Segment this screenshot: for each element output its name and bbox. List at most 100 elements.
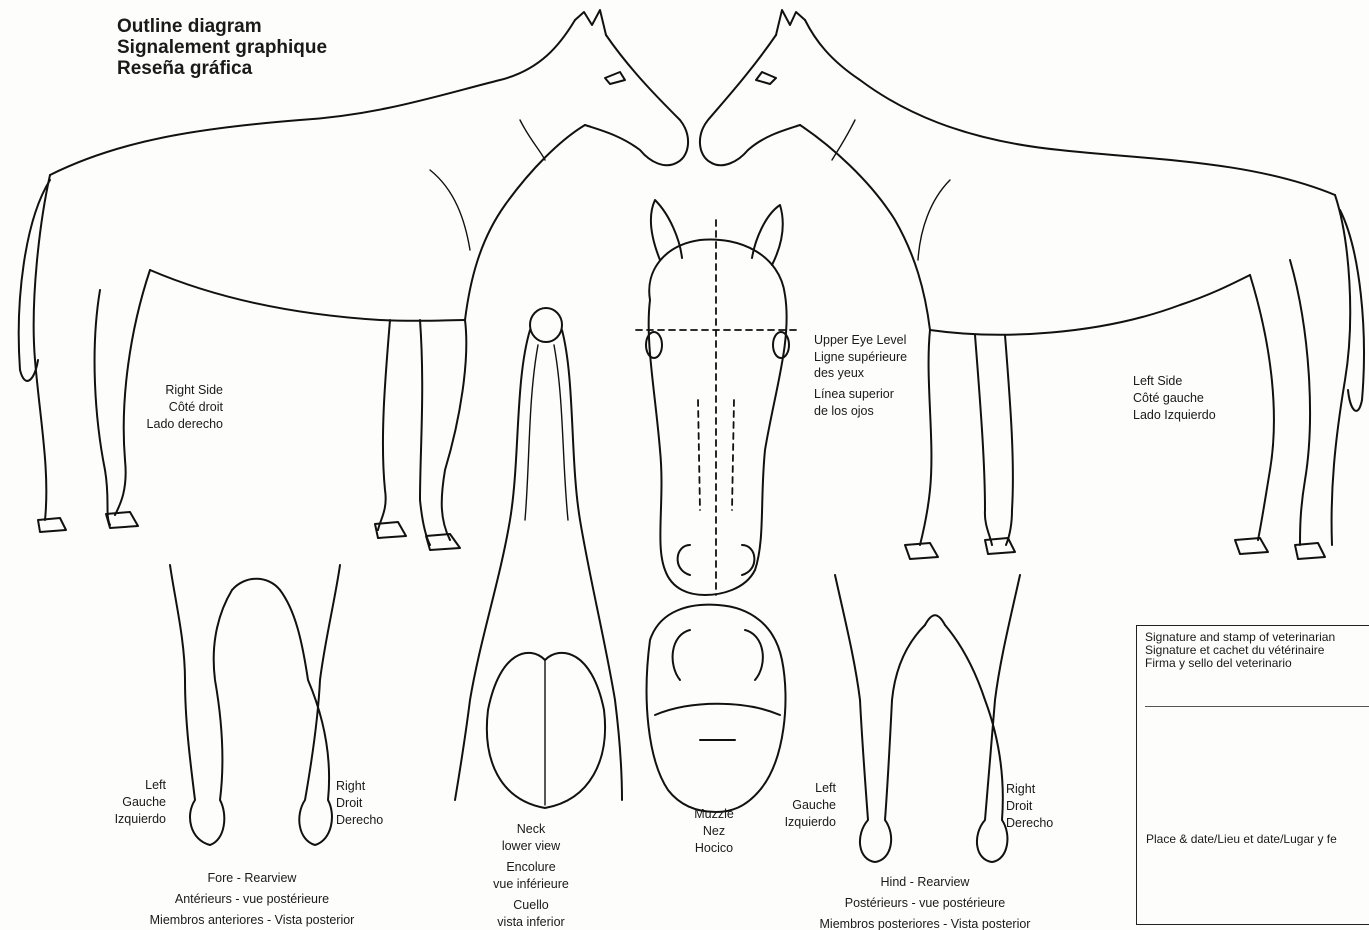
- hind-left-fr: Gauche: [785, 797, 836, 814]
- head-left-ear: [651, 200, 682, 260]
- signature-heading: Signature and stamp of veterinarian Sign…: [1145, 631, 1335, 670]
- place-date-label: Place & date/Lieu et date/Lugar y fe: [1146, 832, 1337, 846]
- left-horse-back: [805, 20, 1335, 195]
- neck-right-outline: [562, 330, 622, 800]
- head-face-line-right: [732, 400, 734, 510]
- hind-left-leg: [835, 575, 925, 862]
- right-horse-eye: [605, 72, 625, 84]
- right-side-fr: Côté droit: [147, 399, 223, 416]
- left-side-es: Lado Izquierdo: [1133, 407, 1216, 424]
- right-horse-neck-crease: [520, 120, 545, 160]
- left-horse-fore-leg-1: [975, 335, 992, 545]
- hind-right-fr: Droit: [1006, 798, 1053, 815]
- neck-l1: Neck: [493, 821, 569, 838]
- right-horse-hind-leg-2: [115, 270, 150, 515]
- right-horse-hind-quarter: [34, 175, 50, 520]
- head-left-nostril: [678, 545, 690, 575]
- eye-level-es1: Línea superior: [814, 386, 907, 403]
- signature-box: Signature and stamp of veterinarian Sign…: [1136, 625, 1369, 925]
- right-horse-chest: [442, 320, 467, 540]
- hind-caption-es: Miembros posteriores - Vista posterior: [820, 914, 1031, 930]
- fore-right-label: Right Droit Derecho: [336, 778, 383, 829]
- hind-legs-rearview: [835, 575, 1020, 862]
- muzzle-caption: Muzzle Nez Hocico: [694, 806, 734, 857]
- head-right-ear: [752, 205, 783, 265]
- fore-left-es: Izquierdo: [115, 811, 166, 828]
- hind-left-label: Left Gauche Izquierdo: [785, 780, 836, 831]
- left-horse-belly: [930, 275, 1250, 335]
- hind-left-en: Left: [785, 780, 836, 797]
- neck-inner-left: [525, 345, 538, 520]
- right-horse-head: [585, 35, 688, 165]
- neck-l3: Encolure: [493, 859, 569, 876]
- muzzle-right-nostril: [745, 630, 763, 680]
- hind-arch: [925, 615, 945, 625]
- eye-level-fr2: des yeux: [814, 365, 907, 382]
- left-side-fr: Côté gauche: [1133, 390, 1216, 407]
- fore-left-en: Left: [115, 777, 166, 794]
- muzzle-es: Hocico: [694, 840, 734, 857]
- fore-caption-en: Fore - Rearview: [150, 868, 355, 889]
- hind-caption: Hind - Rearview Postérieurs - vue postér…: [820, 872, 1031, 930]
- neck-chest-bulge: [487, 653, 605, 808]
- hind-caption-en: Hind - Rearview: [820, 872, 1031, 893]
- title-fr: Signalement graphique: [117, 37, 327, 58]
- right-horse-belly: [150, 270, 465, 321]
- left-horse-hoof-1: [905, 543, 938, 559]
- neck-top-circle: [530, 308, 562, 342]
- head-right-nostril: [742, 545, 754, 575]
- horse-left-side-outline: [700, 10, 1364, 559]
- neck-l5: Cuello: [493, 897, 569, 914]
- muzzle-lip-line: [655, 704, 780, 715]
- right-horse-ears: [575, 10, 606, 35]
- right-horse-throat: [465, 125, 585, 320]
- fore-right-es: Derecho: [336, 812, 383, 829]
- fore-right-leg: [280, 565, 340, 845]
- right-horse-hoof-4: [426, 534, 460, 550]
- left-side-en: Left Side: [1133, 373, 1216, 390]
- muzzle-outline: [647, 605, 786, 812]
- neck-left-outline: [455, 330, 530, 800]
- left-horse-hoof-3: [1235, 538, 1268, 554]
- fore-right-fr: Droit: [336, 795, 383, 812]
- eye-level-en: Upper Eye Level: [814, 332, 907, 349]
- muzzle-fr: Nez: [694, 823, 734, 840]
- signature-es: Firma y sello del veterinario: [1145, 657, 1335, 670]
- fore-caption-es: Miembros anteriores - Vista posterior: [150, 910, 355, 930]
- fore-left-fr: Gauche: [115, 794, 166, 811]
- fore-left-leg: [170, 565, 232, 845]
- left-horse-throat: [800, 125, 930, 330]
- right-horse-fore-leg-2: [420, 320, 430, 545]
- horse-head-front-view: [636, 200, 796, 595]
- left-horse-ears: [776, 10, 805, 35]
- left-horse-fore-leg-2: [1005, 335, 1013, 545]
- eye-level-label: Upper Eye Level Ligne supérieure des yeu…: [814, 332, 907, 420]
- title-es: Reseña gráfica: [117, 58, 327, 79]
- left-horse-head: [700, 35, 800, 165]
- page-title: Outline diagram Signalement graphique Re…: [117, 16, 327, 79]
- hind-right-es: Derecho: [1006, 815, 1053, 832]
- left-horse-eye: [756, 72, 776, 84]
- fore-arch: [232, 579, 280, 590]
- right-horse-hind-leg-1: [95, 290, 110, 525]
- left-horse-neck-crease: [832, 120, 855, 160]
- right-side-en: Right Side: [147, 382, 223, 399]
- left-horse-hind-leg-2: [1290, 260, 1310, 545]
- hind-caption-fr: Postérieurs - vue postérieure: [820, 893, 1031, 914]
- left-horse-hoof-2: [985, 538, 1015, 554]
- eye-level-fr1: Ligne supérieure: [814, 349, 907, 366]
- head-outline: [649, 239, 787, 595]
- neck-l4: vue inférieure: [493, 876, 569, 893]
- fore-caption-fr: Antérieurs - vue postérieure: [150, 889, 355, 910]
- signature-divider: [1145, 706, 1369, 707]
- left-horse-chest: [920, 330, 931, 545]
- title-en: Outline diagram: [117, 16, 327, 37]
- right-side-es: Lado derecho: [147, 416, 223, 433]
- left-horse-hoof-4: [1295, 543, 1325, 559]
- muzzle-left-nostril: [673, 630, 690, 680]
- neck-caption: Neck lower view Encolure vue inférieure …: [493, 821, 569, 930]
- hind-right-label: Right Droit Derecho: [1006, 781, 1053, 832]
- right-side-label: Right Side Côté droit Lado derecho: [147, 382, 223, 433]
- right-horse-shoulder-line: [430, 170, 470, 250]
